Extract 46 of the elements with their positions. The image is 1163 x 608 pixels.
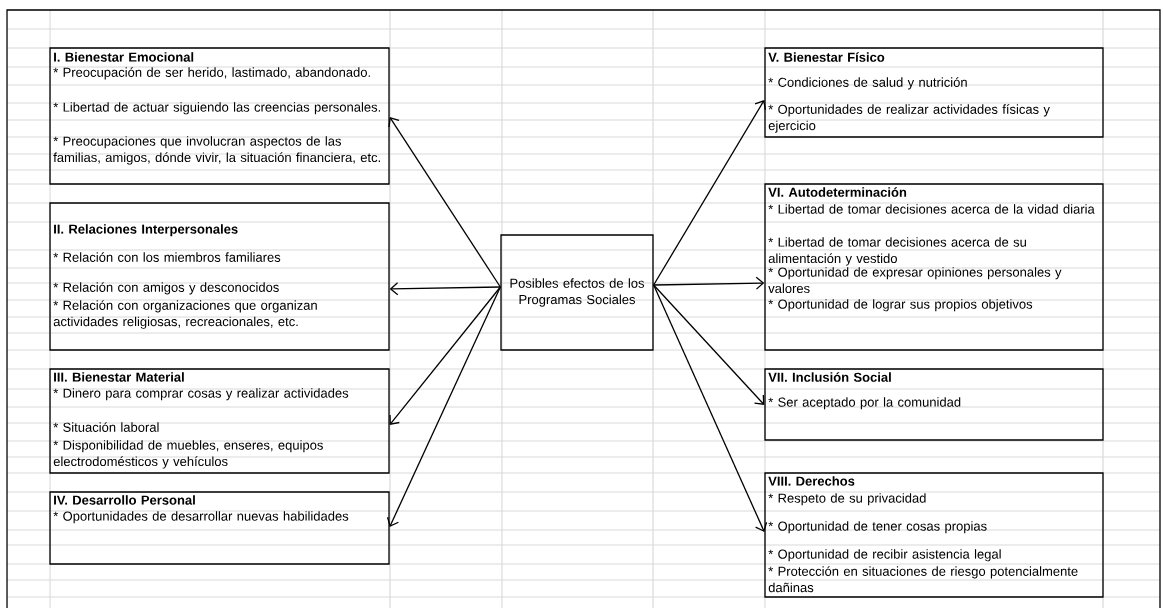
category-box (764, 183, 1104, 351)
bullet-text: * Preocupación de ser herido, lastimado, abandonado. (53, 67, 370, 80)
bullet-text: * Oportunidad de recibir asistencia legal (768, 549, 1001, 562)
bullet-text: * Libertad de tomar decisiones acerca de su alimentación y vestido (768, 237, 1026, 266)
arrow (389, 282, 501, 296)
category-box (764, 472, 1104, 598)
box-heading: VIII. Derechos (768, 476, 855, 486)
center-box: Posibles efectos de los Programas Sociales (500, 234, 654, 351)
bullet-text: * Situación laboral (53, 422, 159, 432)
bullet-text: * Oportunidad de expresar opiniones personales y valores (768, 267, 1062, 294)
arrow (389, 286, 501, 425)
bullet-text: * Libertad de tomar decisiones acerca de la vidad diaria (768, 204, 1095, 214)
category-box (49, 491, 390, 565)
box-heading: V. Bienestar Físico (768, 52, 885, 62)
bullet-text: * Condiciones de salud y nutrición (768, 77, 967, 90)
arrow (653, 276, 765, 290)
arrow (386, 286, 501, 527)
category-box (49, 202, 390, 351)
box-heading: III. Bienestar Material (54, 372, 184, 382)
bullet-text: * Relación con organizaciones que organizan actividades religiosas, recreacionales, etc. (53, 300, 317, 329)
bullet-text: * Dinero para comprar cosas y realizar actividades (53, 388, 349, 401)
box-heading: II. Relaciones Interpersonales (54, 224, 238, 237)
bullet-text: * Relación con amigos y desconocidos (53, 282, 279, 295)
bullet-text: * Oportunidad de tener cosas propias (768, 521, 987, 534)
arrow (653, 284, 765, 405)
bullet-text: * Relación con los miembros familiares (53, 252, 281, 262)
category-box (49, 47, 390, 185)
box-heading: IV. Desarrollo Personal (54, 495, 195, 505)
category-box (764, 47, 1104, 138)
category-box (764, 368, 1104, 441)
bullet-text: * Respeto de su privacidad (768, 493, 926, 506)
box-heading: VI. Autodeterminación (768, 187, 907, 197)
bullet-text: * Ser aceptado por la comunidad (768, 397, 961, 410)
box-heading: VII. Inclusión Social (768, 372, 891, 382)
bullet-text: * Protección en situaciones de riesgo potencialmente dañinas (768, 566, 1078, 593)
bullet-text: * Oportunidades de desarrollar nuevas habilidades (53, 511, 349, 524)
bullet-text: * Oportunidades de realizar actividades físicas y ejercicio (768, 104, 1050, 133)
bullet-text: * Preocupaciones que involucran aspectos de las familias, amigos, dónde vivir, la situación financiera, etc. (53, 136, 380, 165)
arrow (653, 100, 767, 286)
arrow (653, 284, 768, 532)
arrow (388, 117, 501, 288)
category-box (49, 368, 390, 474)
box-heading: I. Bienestar Emocional (54, 52, 194, 62)
bullet-text: * Libertad de actuar siguiendo las creencias personales. (53, 102, 381, 115)
bullet-text: * Oportunidad de lograr sus propios objetivos (768, 299, 1033, 312)
bullet-text: * Disponibilidad de muebles, enseres, equipos electrodomésticos y vehículos (53, 440, 323, 469)
